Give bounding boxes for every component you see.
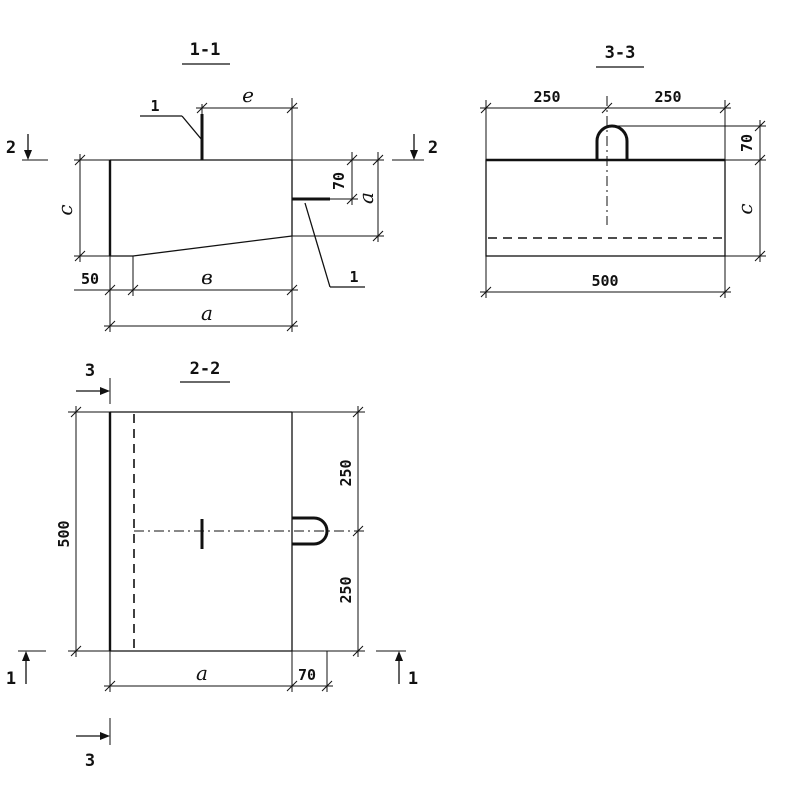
dim-250-left-label: 250: [533, 88, 560, 106]
dim-500-tick-left: [480, 286, 492, 298]
dim-70-tick-bottom: [346, 193, 358, 205]
cut-3-top-arrow-head: [100, 387, 110, 395]
dim-e-label: e: [242, 83, 254, 107]
dim-b-tick-right: [286, 284, 298, 296]
dim-50-tick-left: [104, 284, 116, 296]
cut-2-right-arrow-head: [410, 150, 418, 160]
lifting-loop-icon: [595, 124, 629, 160]
dim-a-tick-left: [104, 320, 116, 332]
block-bottom-slope: [132, 235, 293, 257]
dim-top-tick-left: [480, 102, 492, 114]
leader-1-side-label: 1: [349, 268, 358, 286]
dim-500-tick-top: [70, 406, 82, 418]
dim-a-tick-right: [286, 320, 298, 332]
cut-1-right-label: 1: [408, 669, 418, 689]
dim-250-right-label: 250: [654, 88, 681, 106]
dim-a-vert-tick-bottom: [372, 230, 384, 242]
cut-3-bottom-arrow-head: [100, 732, 110, 740]
cut-3-top-label: 3: [85, 361, 95, 381]
dim-70-tick-top: [346, 154, 358, 166]
cut-1-left-arrow-head: [22, 651, 30, 661]
dim-c-label: c: [733, 203, 757, 214]
section-2-2: 2-2 500 250 250 a: [6, 359, 418, 771]
section-2-2-title: 2-2: [190, 359, 221, 379]
section-3-3-title: 3-3: [605, 43, 636, 63]
dim-250-bottom-label: 250: [337, 576, 355, 603]
dim-50-label: 50: [81, 270, 99, 288]
dim-right-tick-top: [754, 120, 766, 132]
cut-2-right-label: 2: [428, 138, 438, 158]
dim-right-tick-mid: [754, 154, 766, 166]
dim-500-label: 500: [55, 520, 73, 547]
dim-bottom-tick-mid: [286, 680, 298, 692]
leader-1-side-line: [304, 202, 331, 288]
cut-1-right-arrow-head: [395, 651, 403, 661]
dim-a-vert-label: a: [354, 192, 378, 204]
dim-b-label: в: [201, 265, 213, 289]
dim-500-tick-bottom: [70, 645, 82, 657]
dim-bottom-tick-right: [321, 680, 333, 692]
dim-500-label: 500: [591, 272, 618, 290]
block-outline: [485, 159, 726, 257]
dim-top-tick-right: [719, 102, 731, 114]
dim-a-label: a: [201, 301, 213, 325]
dim-e-tick-right: [286, 102, 298, 114]
dim-250-top-label: 250: [337, 459, 355, 486]
dim-70-label: 70: [738, 134, 756, 152]
cut-3-bottom-label: 3: [85, 751, 95, 771]
leader-1-top-line: [181, 115, 203, 141]
dim-right-tick-mid: [352, 525, 364, 537]
cut-2-left-arrow-head: [24, 150, 32, 160]
dim-c-tick-bottom: [74, 250, 86, 262]
dim-e-tick-left: [196, 102, 208, 114]
dim-b-tick-left: [127, 284, 139, 296]
dim-a-label: a: [196, 661, 208, 685]
section-3-3: 3-3 250 250 70 c 500: [480, 43, 766, 298]
dim-right-tick-top: [352, 406, 364, 418]
cut-2-left-label: 2: [6, 138, 16, 158]
dim-500-tick-right: [719, 286, 731, 298]
cut-1-left-label: 1: [6, 669, 16, 689]
section-1-1-title: 1-1: [190, 40, 221, 60]
dim-c-label: c: [53, 204, 77, 215]
dim-c-tick-top: [74, 154, 86, 166]
dim-70-label: 70: [330, 172, 348, 190]
dim-top-tick-mid: [601, 102, 613, 114]
dim-bottom-tick-left: [104, 680, 116, 692]
leader-1-top-label: 1: [150, 97, 159, 115]
dim-right-tick-bottom: [754, 250, 766, 262]
dim-70-label: 70: [298, 666, 316, 684]
section-1-1: 1-1 1 1 e c: [6, 40, 438, 332]
dim-right-tick-bottom: [352, 645, 364, 657]
dim-a-vert-tick-top: [372, 154, 384, 166]
side-loop-icon: [292, 516, 329, 546]
